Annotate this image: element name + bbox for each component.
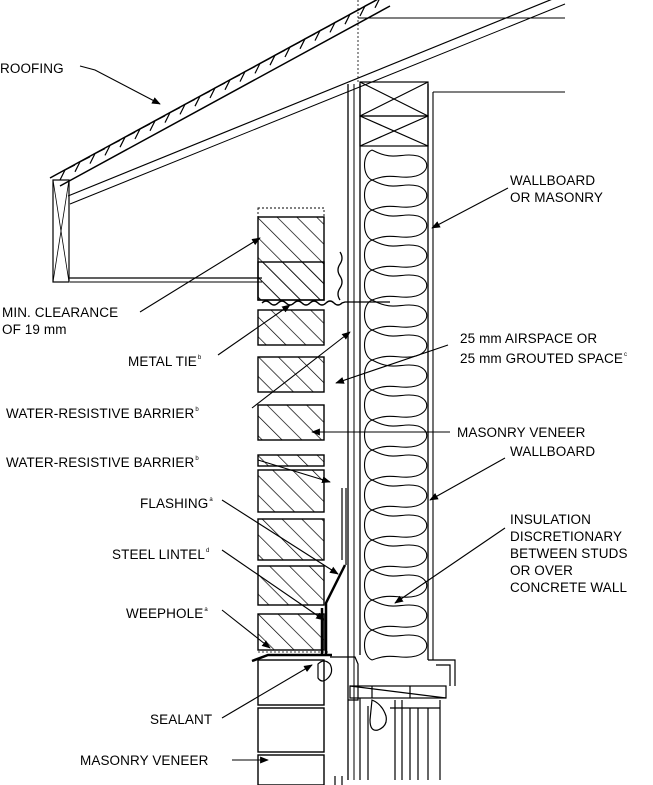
shingle bbox=[59, 164, 76, 181]
window-frame bbox=[317, 656, 456, 785]
label-wallboard: WALLBOARD bbox=[510, 444, 596, 459]
label-masonry-veneer-upper: MASONRY VENEER bbox=[457, 425, 586, 440]
label-min-clearance: MIN. CLEARANCE OF 19 mm bbox=[2, 304, 118, 338]
insulation-fold bbox=[371, 389, 428, 421]
shingle bbox=[269, 49, 286, 66]
label-line: CONCRETE WALL bbox=[510, 580, 628, 595]
label-metal-tie: METAL TIEb bbox=[128, 354, 202, 369]
shingle bbox=[329, 16, 346, 33]
footnote-marker: b bbox=[197, 355, 202, 361]
shingle bbox=[134, 123, 151, 140]
label-wallboard-or-masonry: WALLBOARD OR MASONRY bbox=[510, 172, 603, 206]
brick bbox=[257, 565, 325, 606]
label-line: OR MASONRY bbox=[510, 190, 604, 205]
brick bbox=[257, 309, 325, 346]
label-line: 25 mm AIRSPACE OR bbox=[460, 331, 598, 346]
label-flashing: FLASHINGa bbox=[140, 496, 213, 511]
label-roofing: ROOFING bbox=[0, 61, 64, 76]
footnote-marker: c bbox=[623, 352, 628, 358]
label-steel-lintel: STEEL LINTELd bbox=[112, 547, 210, 562]
insulation-fold bbox=[371, 539, 428, 571]
shingle bbox=[239, 66, 256, 82]
shingle bbox=[179, 98, 196, 115]
brick bbox=[257, 613, 325, 651]
label-line: WALLBOARD bbox=[510, 173, 596, 188]
brick bbox=[257, 469, 325, 513]
insulation-fold bbox=[371, 179, 428, 211]
insulation-batts bbox=[363, 149, 428, 661]
label-sealant: SEALANT bbox=[150, 712, 213, 727]
footnote-marker: a bbox=[209, 497, 213, 503]
insulation-fold bbox=[371, 299, 428, 331]
shingle bbox=[254, 57, 271, 74]
insulation-fold bbox=[371, 149, 428, 181]
brick bbox=[257, 356, 325, 393]
footnote-marker: a bbox=[204, 607, 208, 613]
insulation-fold bbox=[371, 599, 428, 631]
insulation-fold bbox=[371, 239, 428, 271]
brick bbox=[257, 261, 325, 301]
footnote-marker: b bbox=[195, 407, 199, 413]
label-line: INSULATION bbox=[510, 512, 592, 527]
label-line: MIN. CLEARANCE bbox=[2, 305, 119, 320]
insulation-fold bbox=[371, 269, 428, 301]
shingle bbox=[209, 82, 226, 99]
shingle bbox=[104, 139, 121, 156]
shingle bbox=[224, 74, 241, 91]
footnote-marker: b bbox=[195, 456, 199, 462]
label-line: BETWEEN STUDS bbox=[510, 546, 628, 561]
leader-lines bbox=[79, 65, 509, 764]
brick-below-lintel bbox=[257, 707, 325, 753]
brick bbox=[257, 518, 325, 561]
label-wrb-lower: WATER-RESISTIVE BARRIERb bbox=[6, 455, 199, 470]
brick bbox=[257, 404, 325, 441]
insulation-fold bbox=[371, 569, 428, 601]
brick-below-lintel bbox=[257, 659, 325, 706]
shingle bbox=[119, 131, 136, 148]
insulation-fold bbox=[371, 629, 428, 661]
label-insulation: INSULATION DISCRETIONARY BETWEEN STUDS O… bbox=[510, 511, 628, 596]
insulation-fold bbox=[371, 359, 428, 391]
insulation-fold bbox=[371, 479, 428, 511]
shingle bbox=[314, 25, 331, 41]
shingle bbox=[374, 0, 380, 9]
shingle bbox=[359, 0, 376, 17]
roof-assembly bbox=[49, 0, 566, 283]
label-line: 25 mm GROUTED SPACEc bbox=[460, 351, 628, 366]
insulation-fold bbox=[371, 329, 428, 361]
footnote-marker: d bbox=[205, 548, 210, 554]
shingle bbox=[89, 148, 106, 164]
shingle bbox=[164, 107, 181, 123]
masonry-veneer bbox=[257, 207, 325, 785]
label-weephole: WEEPHOLEa bbox=[126, 606, 208, 621]
insulation-fold bbox=[371, 419, 428, 451]
shingle bbox=[149, 115, 166, 132]
label-masonry-veneer-lower: MASONRY VENEER bbox=[80, 753, 209, 768]
insulation-fold bbox=[371, 209, 428, 241]
brick-below-lintel bbox=[257, 754, 325, 785]
insulation-fold bbox=[371, 449, 428, 481]
shingle bbox=[284, 41, 301, 58]
insulation-left-curve bbox=[363, 149, 374, 661]
insulation-fold bbox=[371, 509, 428, 541]
metal-tie bbox=[261, 251, 390, 306]
shingle bbox=[344, 8, 361, 25]
label-line: DISCRETIONARY bbox=[510, 529, 623, 544]
top-plate bbox=[359, 81, 429, 147]
label-wrb-upper: WATER-RESISTIVE BARRIERb bbox=[6, 406, 199, 421]
shingle bbox=[74, 156, 91, 173]
label-line: OF 19 mm bbox=[2, 322, 67, 337]
label-airspace: 25 mm AIRSPACE OR 25 mm GROUTED SPACEc bbox=[460, 330, 627, 367]
shingle bbox=[299, 33, 316, 50]
shingle bbox=[194, 90, 211, 107]
label-line: OR OVER bbox=[510, 563, 573, 578]
